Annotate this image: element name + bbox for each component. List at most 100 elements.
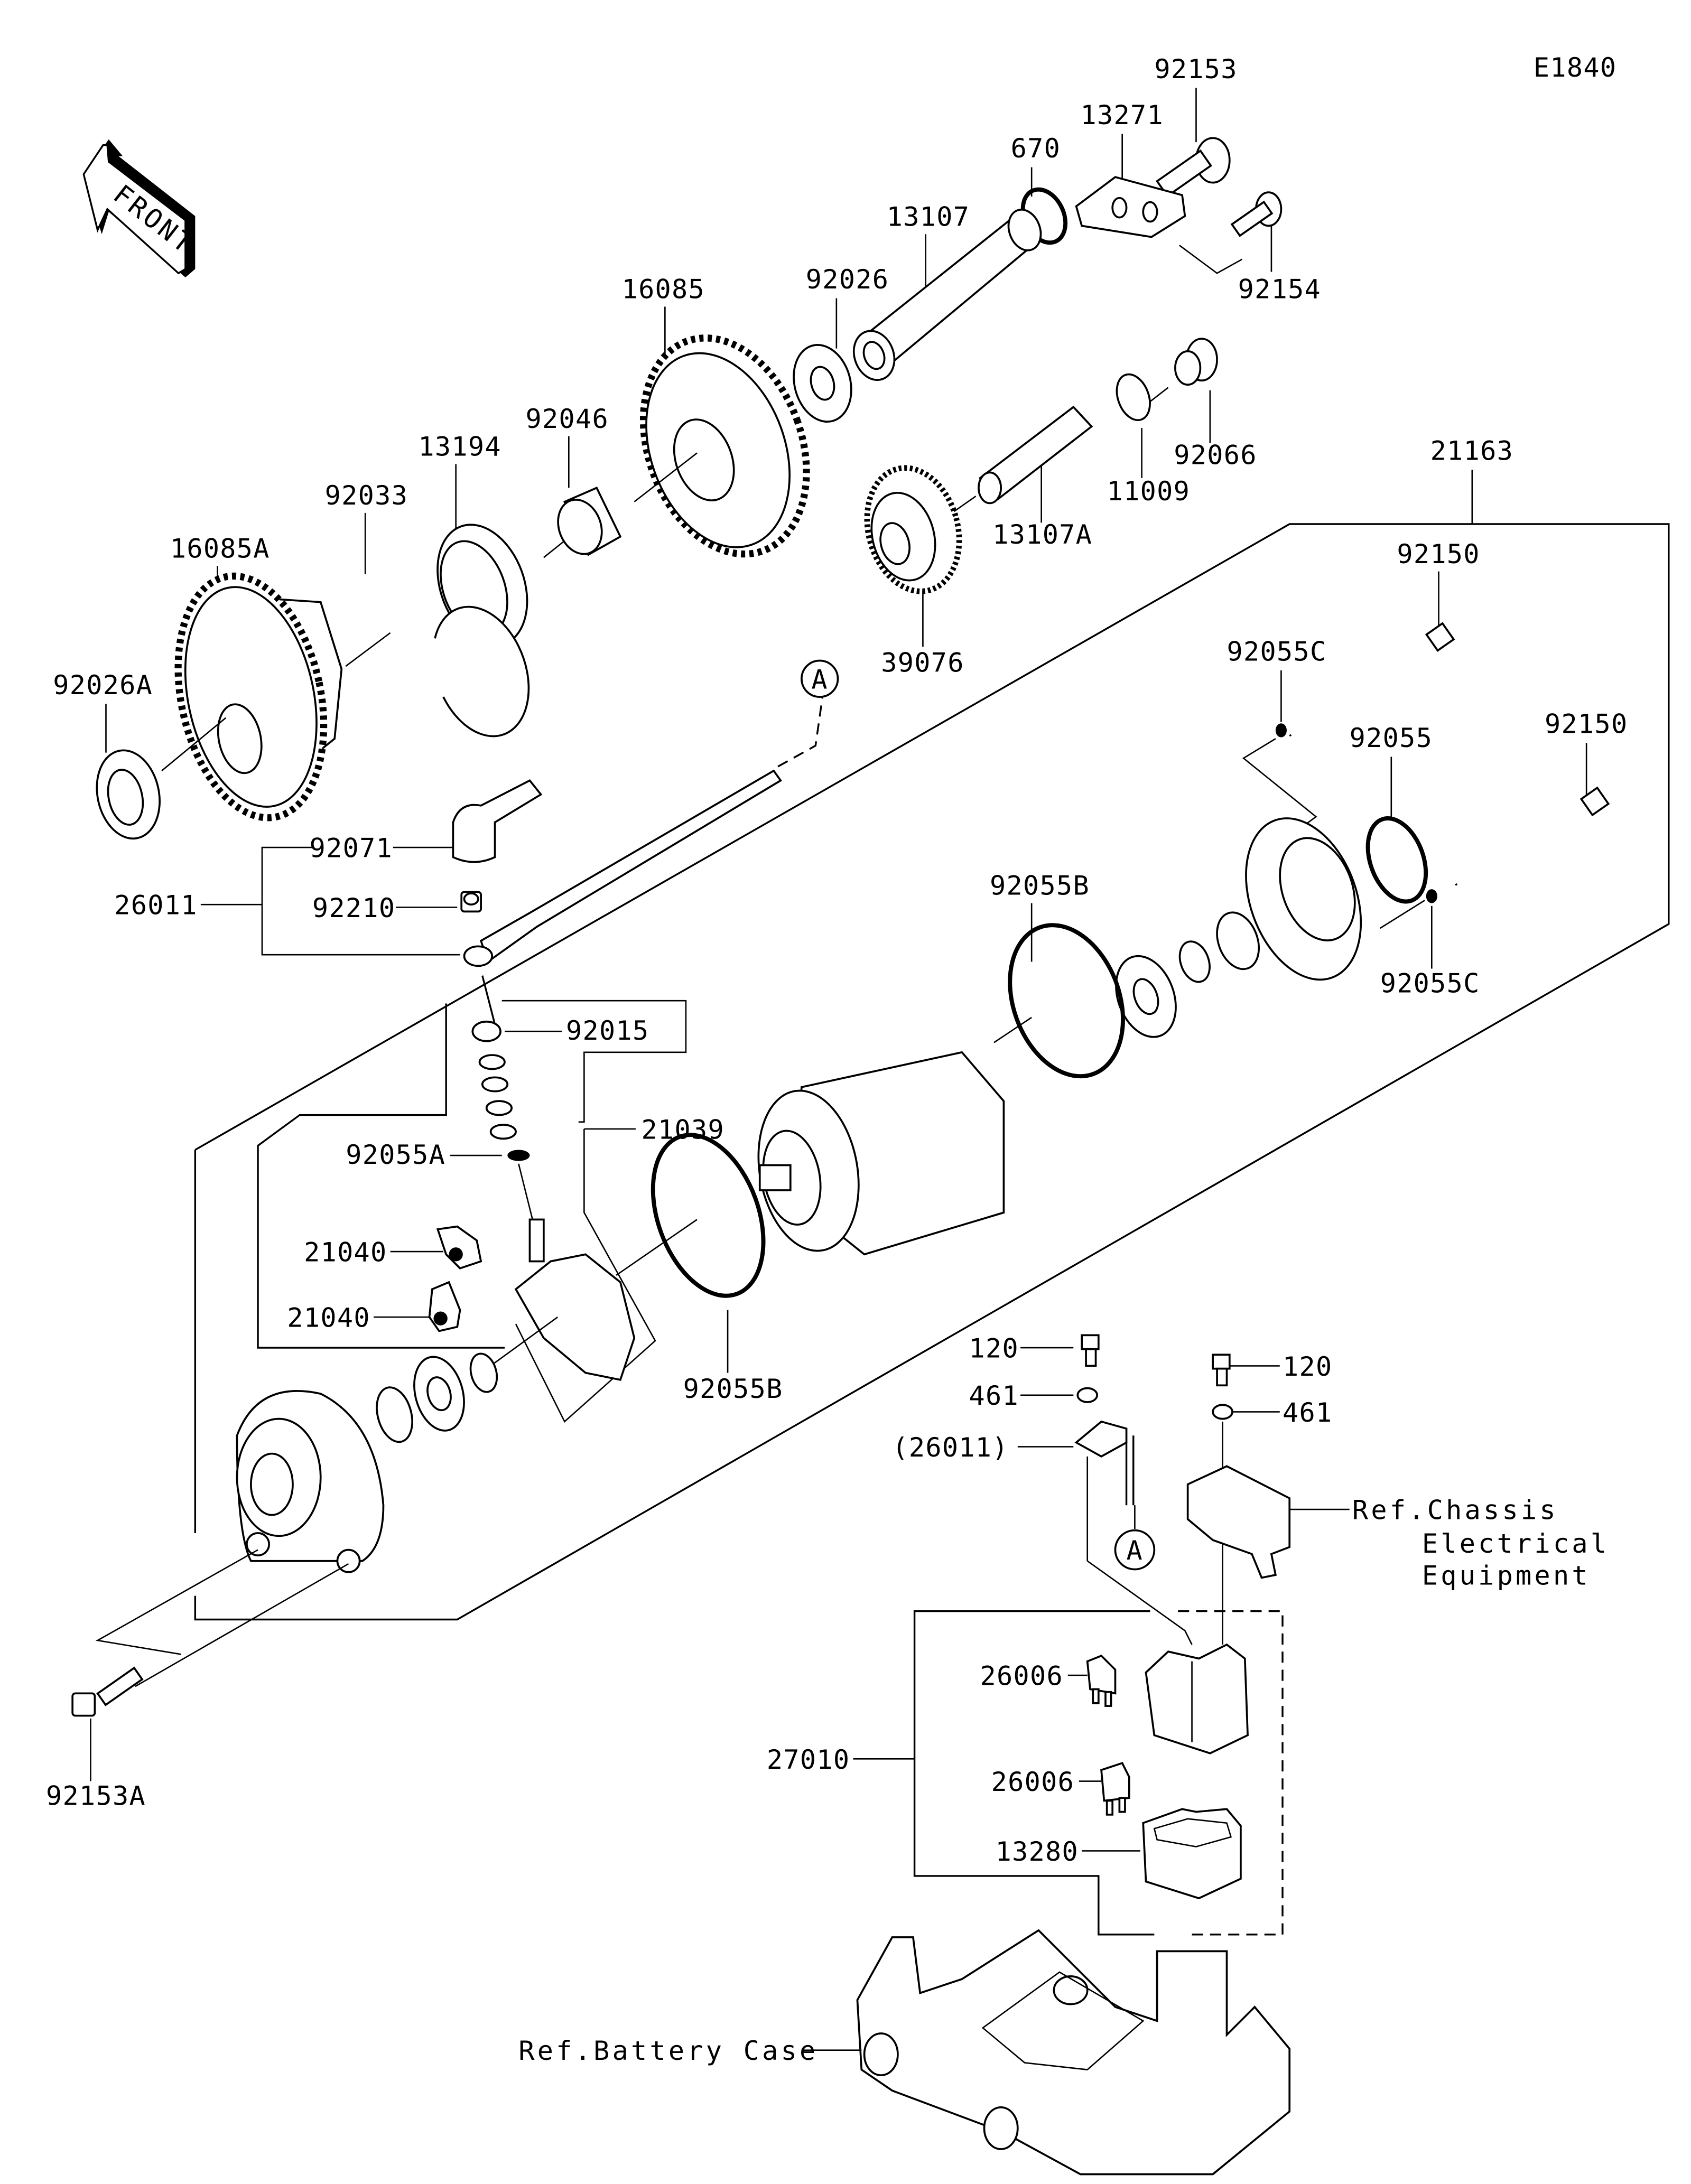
label-16085[interactable]: 16085 — [622, 274, 705, 305]
label-670[interactable]: 670 — [1011, 133, 1061, 164]
gear-39076-icon — [864, 465, 962, 594]
part-92210[interactable]: 92210 — [312, 891, 482, 923]
label-21039[interactable]: 21039 — [642, 1114, 724, 1145]
label-92055C-lower[interactable]: 92055C — [1380, 967, 1480, 998]
part-13107[interactable]: 13107 — [847, 201, 1046, 386]
label-120-right[interactable]: 120 — [1283, 1351, 1332, 1382]
label-13280[interactable]: 13280 — [996, 1836, 1079, 1867]
label-92026[interactable]: 92026 — [806, 264, 889, 295]
label-92071[interactable]: 92071 — [310, 832, 393, 863]
label-92046[interactable]: 92046 — [526, 403, 609, 434]
label-92055A[interactable]: 92055A — [346, 1139, 445, 1170]
diagram-code: E1840 — [1534, 52, 1616, 83]
part-39076[interactable]: 39076 — [854, 458, 973, 678]
ref-battery-case-label[interactable]: Ref.Battery Case — [518, 2035, 818, 2066]
part-11009[interactable]: 11009 — [1107, 370, 1190, 507]
label-92150-lower[interactable]: 92150 — [1545, 708, 1628, 740]
part-92055C-lower[interactable]: 92055C — [1380, 889, 1480, 998]
ref-chassis-electrical[interactable]: Ref.Chassis Electrical Equipment — [1289, 1495, 1609, 1591]
brush-group-outline — [257, 1003, 505, 1349]
part-461-right[interactable]: 461 — [1212, 1397, 1332, 1645]
label-92153A[interactable]: 92153A — [46, 1780, 146, 1811]
ref-chassis-line1[interactable]: Ref.Chassis — [1352, 1495, 1558, 1526]
part-92153A[interactable]: 92153A — [46, 1549, 349, 1812]
part-92066[interactable]: 92066 — [1142, 338, 1257, 471]
part-13280[interactable]: 13280 — [996, 1808, 1242, 1900]
part-21040-lower[interactable]: 21040 — [287, 1281, 461, 1333]
label-92033[interactable]: 92033 — [325, 480, 408, 511]
part-26006-lower[interactable]: 26006 — [991, 1761, 1130, 1816]
screw-120-left-icon — [1081, 1334, 1100, 1367]
part-92033[interactable]: 92033 — [325, 480, 530, 738]
label-11009[interactable]: 11009 — [1107, 475, 1190, 507]
part-13271[interactable]: 13271 — [1075, 99, 1186, 238]
label-26011-ref[interactable]: (26011) — [892, 1432, 1008, 1463]
relay-holder-13280-icon — [1142, 1808, 1242, 1900]
label-13107[interactable]: 13107 — [887, 201, 970, 232]
label-92055C-upper[interactable]: 92055C — [1227, 636, 1327, 667]
part-92154[interactable]: 92154 — [1179, 191, 1321, 305]
part-21039[interactable]: 21039 — [515, 1114, 724, 1423]
part-21163[interactable]: 21163 — [194, 435, 1670, 1621]
part-13107A[interactable]: 13107A — [947, 405, 1093, 550]
part-92055B-upper[interactable]: 92055B — [990, 870, 1143, 1093]
part-92046[interactable]: 92046 — [526, 403, 622, 560]
label-92210[interactable]: 92210 — [312, 892, 395, 923]
part-92026[interactable]: 92026 — [785, 264, 889, 428]
part-92153[interactable]: 92153 — [1154, 53, 1237, 198]
label-27010[interactable]: 27010 — [767, 1744, 850, 1775]
relay-cover-icon — [1186, 1465, 1291, 1579]
label-16085A[interactable]: 16085A — [170, 533, 270, 564]
part-92071[interactable]: 92071 — [310, 779, 543, 863]
part-16085A[interactable]: 16085A — [157, 533, 345, 831]
label-21040-upper[interactable]: 21040 — [304, 1237, 387, 1268]
part-27010[interactable]: 27010 — [767, 1610, 1284, 1936]
ref-chassis-line3[interactable]: Equipment — [1422, 1560, 1591, 1591]
label-92055[interactable]: 92055 — [1350, 722, 1433, 753]
ref-battery-case[interactable]: Ref.Battery Case — [518, 2035, 862, 2066]
label-21163[interactable]: 21163 — [1430, 435, 1513, 466]
part-26011[interactable]: 26011 — [114, 696, 824, 1025]
label-13271[interactable]: 13271 — [1081, 99, 1164, 130]
label-92066[interactable]: 92066 — [1174, 440, 1257, 471]
label-461-right[interactable]: 461 — [1283, 1397, 1332, 1428]
brush-holder-icon — [480, 1218, 636, 1381]
part-92015[interactable]: 92015 — [471, 1000, 687, 1140]
label-461-left[interactable]: 461 — [969, 1380, 1018, 1411]
screw-120-right-icon — [1212, 1354, 1231, 1387]
part-92026A[interactable]: 92026A — [53, 669, 227, 845]
part-92055B-lower[interactable]: 92055B — [616, 1119, 784, 1404]
part-26006-upper[interactable]: 26006 — [980, 1654, 1117, 1707]
part-92055[interactable]: 92055 — [1350, 722, 1437, 910]
part-120-right[interactable]: 120 — [1212, 1351, 1332, 1387]
label-120-left[interactable]: 120 — [969, 1333, 1018, 1364]
part-92055A[interactable]: 92055A — [346, 1139, 534, 1220]
label-13107A[interactable]: 13107A — [992, 519, 1092, 550]
label-92153[interactable]: 92153 — [1154, 53, 1237, 85]
part-21040-upper[interactable]: 21040 — [304, 1225, 482, 1270]
part-92150-upper[interactable]: 92150 — [1289, 538, 1480, 737]
label-26006-upper[interactable]: 26006 — [980, 1660, 1063, 1692]
label-92055B-upper[interactable]: 92055B — [990, 870, 1090, 901]
label-92150-upper[interactable]: 92150 — [1397, 538, 1480, 570]
label-13194[interactable]: 13194 — [418, 431, 501, 462]
part-16085[interactable]: 16085 — [615, 274, 835, 577]
label-92055B-lower[interactable]: 92055B — [683, 1373, 783, 1404]
label-92154[interactable]: 92154 — [1238, 274, 1321, 305]
label-39076[interactable]: 39076 — [881, 647, 964, 678]
label-21040-lower[interactable]: 21040 — [287, 1302, 370, 1333]
plate-13271-icon — [1075, 176, 1186, 238]
ref-chassis-line2[interactable]: Electrical — [1422, 1528, 1609, 1559]
part-26011-ref[interactable]: (26011) — [892, 1420, 1193, 1645]
part-92055C-upper[interactable]: 92055C — [1227, 636, 1327, 837]
label-26006-lower[interactable]: 26006 — [991, 1766, 1074, 1797]
label-26011[interactable]: 26011 — [114, 890, 197, 921]
part-92150-lower[interactable]: 92150 — [1455, 708, 1628, 886]
o-ring-92055B-lower-icon — [651, 1133, 766, 1298]
label-92026A[interactable]: 92026A — [53, 669, 153, 701]
part-120-left[interactable]: 120 — [969, 1333, 1100, 1367]
label-92015[interactable]: 92015 — [566, 1015, 649, 1046]
part-461-left[interactable]: 461 — [969, 1380, 1099, 1411]
callout-A-top: A — [801, 659, 839, 698]
